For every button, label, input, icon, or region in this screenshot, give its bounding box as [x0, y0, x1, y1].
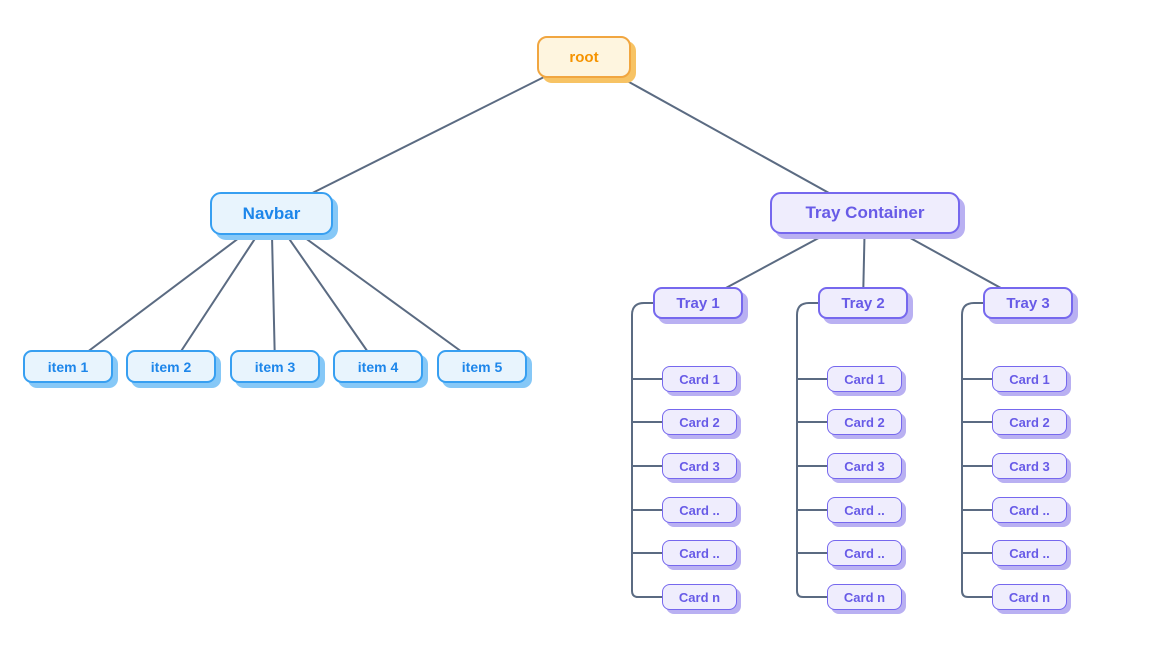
node-tray-3-card-1-label: Card 1: [1009, 371, 1050, 387]
node-item-2-label: item 2: [150, 358, 192, 375]
connector-edge: [270, 212, 276, 368]
node-tray-2-card-5-label: Card ..: [844, 545, 885, 561]
node-tray-3-label: Tray 3: [1006, 294, 1050, 312]
node-item-4-label: item 4: [357, 358, 399, 375]
node-tray-2-card-6: Card n: [827, 584, 902, 610]
node-tray-3-card-1: Card 1: [992, 366, 1067, 392]
node-tray-3: Tray 3: [983, 287, 1073, 319]
node-tray-3-card-3: Card 3: [992, 453, 1067, 479]
connector-edge: [796, 302, 840, 598]
connector-edge: [961, 302, 1005, 598]
node-tray-2-label: Tray 2: [841, 294, 885, 312]
node-tray-1-card-6: Card n: [662, 584, 737, 610]
node-tray-1-card-4: Card ..: [662, 497, 737, 523]
node-tray-3-card-6: Card n: [992, 584, 1067, 610]
connector-edge: [67, 212, 273, 368]
node-tray-1-card-2: Card 2: [662, 409, 737, 435]
node-tray-2-card-1: Card 1: [827, 366, 902, 392]
node-tray-container-label: Tray Container: [805, 203, 925, 222]
connector-edge: [583, 56, 866, 214]
node-tray-1-card-1: Card 1: [662, 366, 737, 392]
node-tray-2-card-4-label: Card ..: [844, 502, 885, 518]
node-tray-2-card-4: Card ..: [827, 497, 902, 523]
connector-edge: [270, 212, 483, 368]
node-tray-1-card-1-label: Card 1: [679, 371, 720, 387]
node-tray-3-card-4: Card ..: [992, 497, 1067, 523]
node-item-3-label: item 3: [254, 358, 296, 375]
node-item-3: item 3: [230, 350, 320, 383]
node-tray-1-card-3: Card 3: [662, 453, 737, 479]
node-tray-2-card-3: Card 3: [827, 453, 902, 479]
node-tray-3-card-6-label: Card n: [1008, 589, 1051, 605]
node-root-label: root: [569, 48, 599, 66]
node-tray-2-card-5: Card ..: [827, 540, 902, 566]
connector-edge: [270, 212, 379, 368]
node-tray-3-card-3-label: Card 3: [1009, 458, 1050, 474]
node-tray-1-card-3-label: Card 3: [679, 458, 720, 474]
node-tray-3-card-4-label: Card ..: [1009, 502, 1050, 518]
node-item-4: item 4: [333, 350, 423, 383]
node-tray-1-label: Tray 1: [676, 294, 720, 312]
node-tray-1: Tray 1: [653, 287, 743, 319]
node-tray-1-card-6-label: Card n: [678, 589, 721, 605]
node-tray-1-card-2-label: Card 2: [679, 414, 720, 430]
node-tray-3-card-2: Card 2: [992, 409, 1067, 435]
node-item-5: item 5: [437, 350, 527, 383]
node-tray-2-card-1-label: Card 1: [844, 371, 885, 387]
node-tray-2: Tray 2: [818, 287, 908, 319]
node-tray-3-card-2-label: Card 2: [1009, 414, 1050, 430]
node-tray-2-card-2-label: Card 2: [844, 414, 885, 430]
node-navbar: Navbar: [210, 192, 333, 235]
connector-edge: [170, 212, 273, 368]
connector-edge: [270, 56, 585, 215]
node-tray-container: Tray Container: [770, 192, 960, 234]
node-tray-3-card-5-label: Card ..: [1009, 545, 1050, 561]
node-item-5-label: item 5: [461, 358, 503, 375]
node-item-1: item 1: [23, 350, 113, 383]
node-item-2: item 2: [126, 350, 216, 383]
node-item-1-label: item 1: [47, 358, 89, 375]
node-tray-2-card-6-label: Card n: [843, 589, 886, 605]
node-tray-3-card-5: Card ..: [992, 540, 1067, 566]
node-tray-2-card-3-label: Card 3: [844, 458, 885, 474]
connector-edge: [631, 302, 675, 598]
node-root: root: [537, 36, 631, 78]
node-tray-2-card-2: Card 2: [827, 409, 902, 435]
node-tray-1-card-4-label: Card ..: [679, 502, 720, 518]
node-navbar-label: Navbar: [242, 203, 301, 223]
node-tray-1-card-5: Card ..: [662, 540, 737, 566]
node-tray-1-card-5-label: Card ..: [679, 545, 720, 561]
